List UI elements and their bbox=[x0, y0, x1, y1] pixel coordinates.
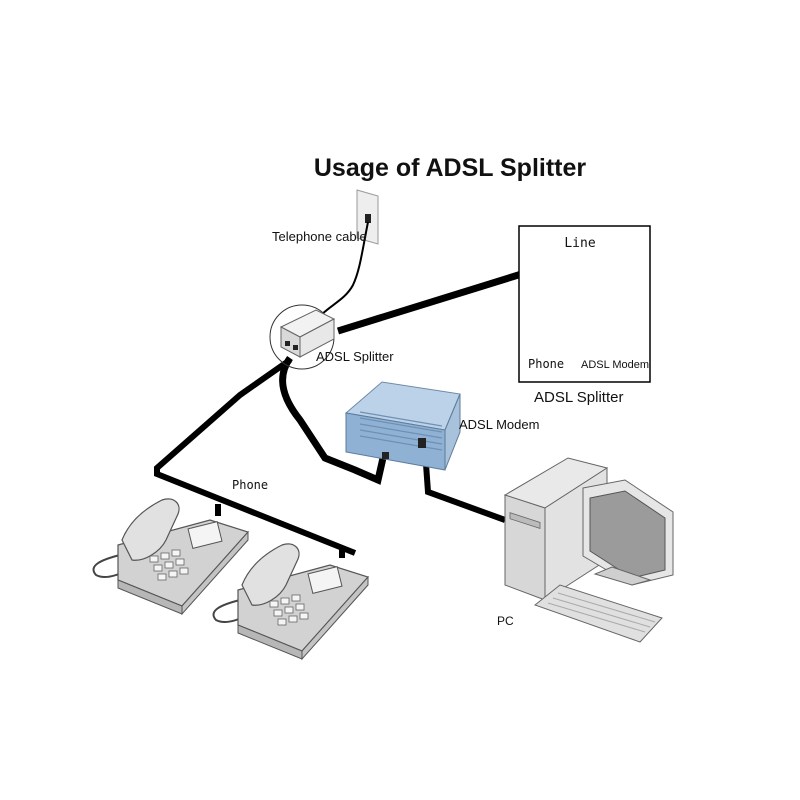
splitter-port-phone: Phone bbox=[528, 357, 564, 371]
splitter-port-adsl-modem: ADSL Modem bbox=[581, 359, 649, 371]
label-pc: PC bbox=[497, 614, 514, 628]
phone-cable bbox=[154, 357, 357, 556]
splitter-device-icon bbox=[269, 304, 336, 370]
wall-jack-icon bbox=[356, 189, 379, 245]
splitter-detail-panel: Line Phone ADSL Modem ADSL Splitter bbox=[518, 225, 651, 406]
line-cable bbox=[336, 268, 530, 335]
diagram-title: Usage of ADSL Splitter bbox=[314, 154, 587, 182]
label-adsl-splitter: ADSL Splitter bbox=[316, 349, 394, 364]
adsl-modem-icon bbox=[344, 381, 461, 471]
label-adsl-modem: ADSL Modem bbox=[459, 417, 539, 432]
label-phone: Phone bbox=[232, 478, 268, 492]
desktop-pc-icon bbox=[503, 457, 674, 643]
splitter-detail-caption: ADSL Splitter bbox=[534, 389, 623, 406]
label-telephone-cable: Telephone cable bbox=[272, 229, 367, 244]
telephone-icon bbox=[92, 498, 250, 616]
splitter-port-line: Line bbox=[564, 236, 595, 251]
telephone-cable-line bbox=[317, 221, 369, 319]
telephone-icon bbox=[212, 543, 370, 661]
modem-cable bbox=[279, 355, 387, 485]
